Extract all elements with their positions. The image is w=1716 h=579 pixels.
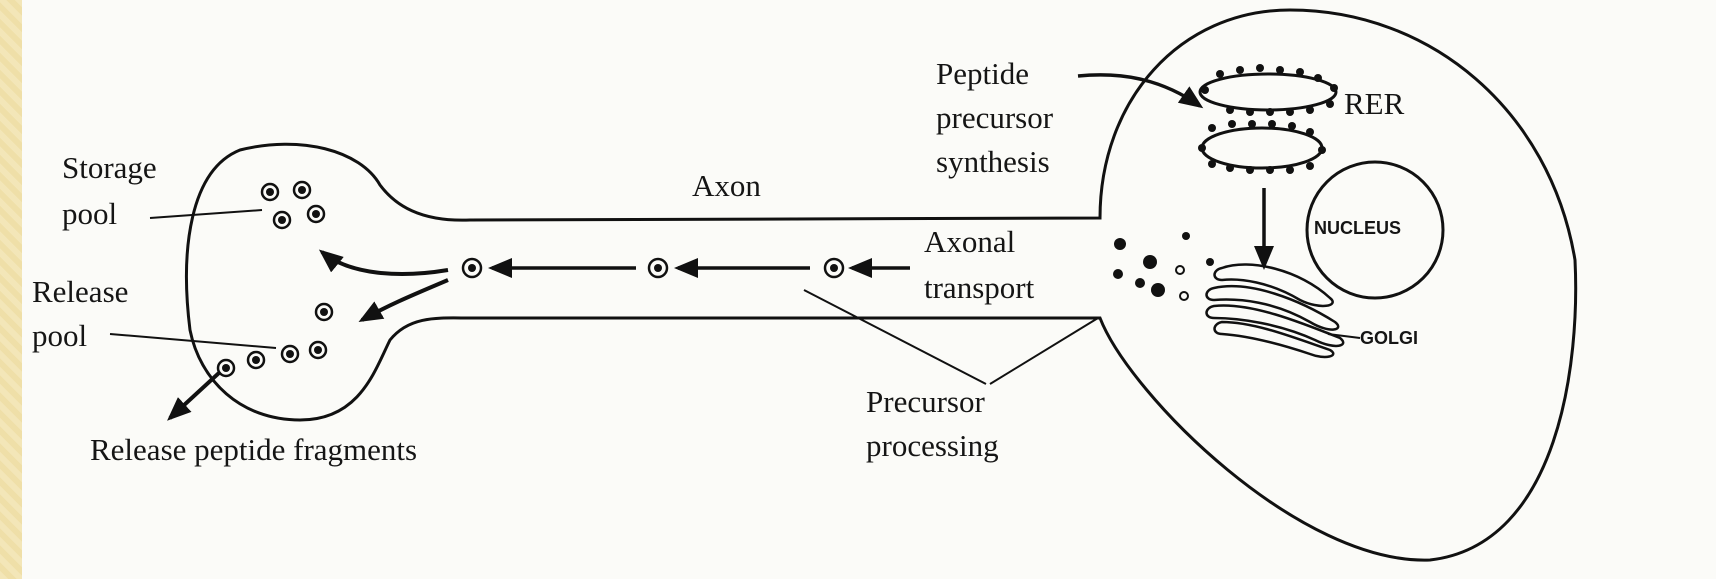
precursor-granules: [1113, 232, 1214, 301]
golgi-stacks: [1205, 263, 1345, 359]
neuron-outline: [185, 8, 1578, 562]
golgi-leader: [1327, 333, 1361, 339]
release-pool-label-line2: pool: [32, 318, 88, 353]
release-pool-vesicles: [216, 302, 334, 378]
storage-pool-label-line2: pool: [62, 196, 118, 231]
diagram-paper: [22, 0, 1716, 579]
release-pool-label-line1: Release: [32, 274, 129, 309]
rer-label: RER: [1344, 86, 1405, 121]
to-release-arrow: [358, 278, 449, 322]
nucleus-circle: [1305, 160, 1445, 300]
release-arrow: [167, 370, 222, 421]
axonal-transport-label-line2: transport: [924, 270, 1035, 305]
axon-label: Axon: [692, 168, 761, 203]
storage-pool-vesicles: [260, 180, 326, 230]
axonal-transport-label-line1: Axonal: [924, 224, 1016, 259]
precursor-processing-label-line2: processing: [866, 428, 999, 463]
rer-cisterna-top: [1198, 64, 1338, 116]
transport-vesicle-2: [647, 257, 669, 279]
peptide-synthesis-label-line1: Peptide: [936, 56, 1029, 91]
nucleus-label: NUCLEUS: [1314, 218, 1402, 238]
storage-pool-label-line1: Storage: [62, 150, 157, 185]
precursor-processing-label-line1: Precursor: [866, 384, 985, 419]
release-leader: [109, 333, 277, 349]
release-fragments-label: Release peptide fragments: [90, 432, 418, 467]
peptide-synthesis-label-line2: precursor: [936, 100, 1054, 135]
peptide-synthesis-label-line3: synthesis: [936, 144, 1050, 179]
transport-vesicle-3: [461, 257, 483, 279]
rer-cisterna-bottom: [1198, 120, 1326, 174]
transport-vesicle-1: [823, 257, 845, 279]
synthesis-arrow: [1077, 73, 1204, 109]
processing-leader-1: [803, 289, 987, 385]
storage-leader: [149, 209, 263, 219]
to-storage-arrow: [318, 249, 449, 276]
golgi-label: GOLGI: [1360, 328, 1418, 348]
processing-leader-2: [989, 317, 1099, 385]
